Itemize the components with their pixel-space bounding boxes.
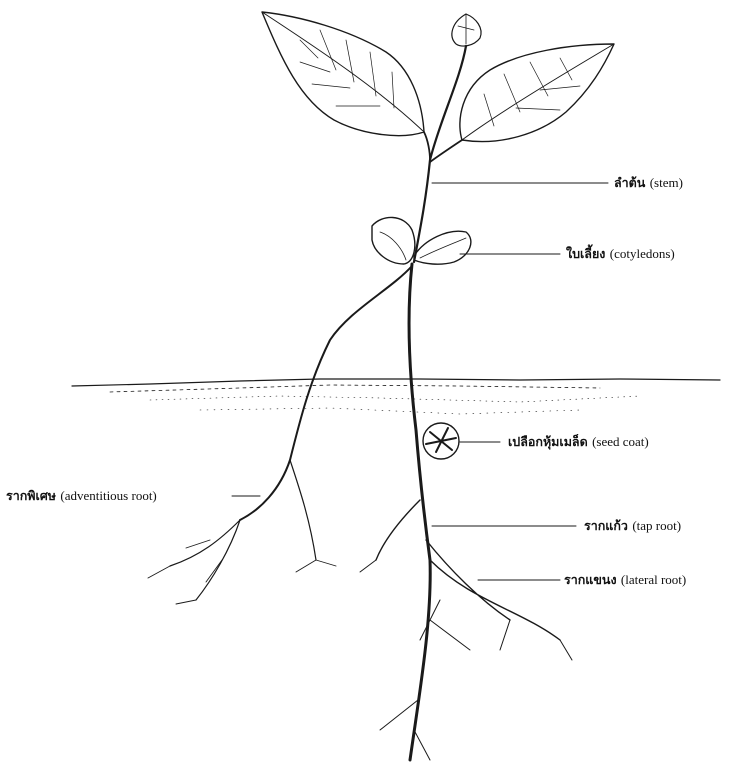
right-leaf xyxy=(460,44,614,142)
left-leaf xyxy=(262,12,424,136)
cotyledons-label: ใบเลี้ยง (cotyledons) xyxy=(566,247,675,261)
soil-line xyxy=(72,379,720,414)
lateral-root-label: รากแขนง (lateral root) xyxy=(564,573,686,587)
lateral-roots xyxy=(360,500,572,760)
tap-root xyxy=(409,264,430,760)
adventitious-root-label: รากพิเศษ (adventitious root) xyxy=(6,489,157,503)
stem xyxy=(414,46,466,262)
adventitious-root xyxy=(148,266,412,604)
stem-label: ลำต้น (stem) xyxy=(614,176,683,190)
tap-root-label: รากแก้ว (tap root) xyxy=(584,519,681,533)
seed-coat xyxy=(423,423,459,459)
leader-lines xyxy=(232,183,608,580)
seed-coat-label: เปลือกหุ้มเมล็ด (seed coat) xyxy=(508,435,649,449)
terminal-bud xyxy=(452,14,481,46)
